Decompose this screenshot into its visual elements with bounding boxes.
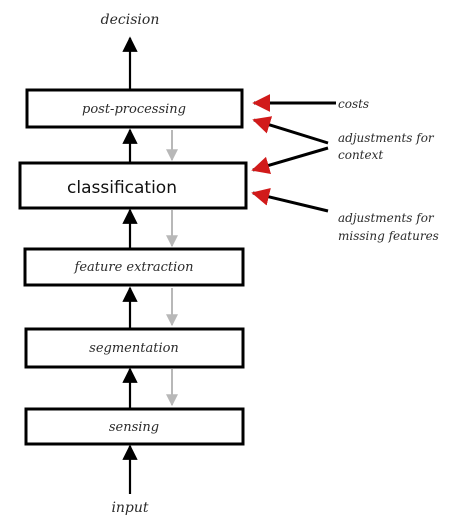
annotation-adjustments-for-missing-features: adjustments for missing features <box>338 211 439 243</box>
annotation-context-line2: context <box>338 148 383 162</box>
input-label: input <box>111 500 148 516</box>
annotation-arrow-context-to-postprocessing <box>252 116 329 145</box>
annotation-missing-line2: missing features <box>338 229 439 243</box>
stage-box-classification: classification <box>18 161 248 210</box>
stage-label: post-processing <box>82 102 186 117</box>
annotation-context-line1: adjustments for <box>338 131 435 145</box>
annotation-arrow-context-to-classification <box>251 146 329 175</box>
stage-box-segmentation: segmentation <box>24 327 245 369</box>
annotation-adjustments-for-context: adjustments for context <box>338 131 435 162</box>
stage-label: sensing <box>109 420 159 435</box>
annotation-arrow-missing-features <box>251 188 329 213</box>
annotation-missing-line1: adjustments for <box>338 211 435 225</box>
stage-label: classification <box>67 178 177 198</box>
output-label: decision <box>101 12 160 28</box>
stage-label: segmentation <box>89 341 179 356</box>
stage-box-post-processing: post-processing <box>25 88 244 129</box>
stage-box-sensing: sensing <box>24 407 245 446</box>
stage-label: feature extraction <box>74 260 194 275</box>
annotation-costs: costs <box>338 97 369 111</box>
stage-box-feature-extraction: feature extraction <box>23 247 245 287</box>
